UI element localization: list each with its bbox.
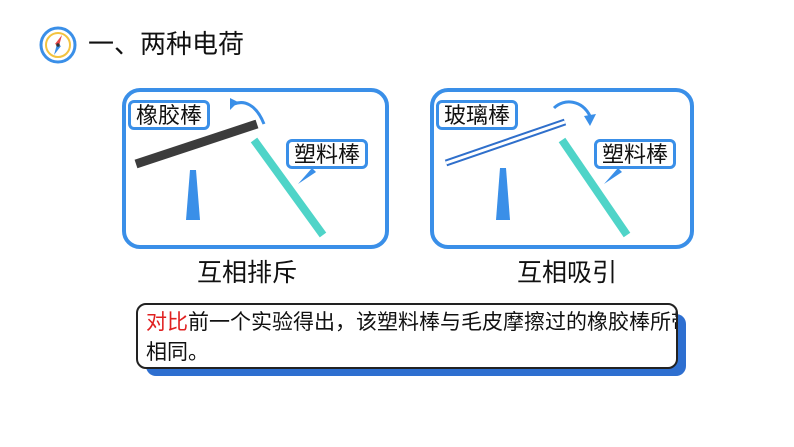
comparison-note: 对比前一个实验得出，该塑料棒与毛皮摩擦过的橡胶棒所带电荷种类 相同。	[136, 303, 678, 369]
attract-diagram	[444, 100, 631, 238]
arrow-head	[584, 114, 596, 126]
compass-icon	[38, 25, 78, 65]
callout-pointer	[604, 168, 622, 184]
rubber-rod	[134, 119, 259, 169]
pivot-stand	[186, 170, 200, 220]
repel-diagram	[134, 98, 327, 238]
note-line-1: 对比前一个实验得出，该塑料棒与毛皮摩擦过的橡胶棒所带电荷种类	[146, 307, 676, 337]
pivot-stand	[496, 168, 510, 220]
section-title: 一、两种电荷	[88, 30, 245, 60]
arrow-head	[230, 98, 238, 110]
caption-repel: 互相排斥	[197, 258, 298, 287]
callout-pointer	[298, 168, 316, 184]
experiment-panel-repel: 橡胶棒 塑料棒	[122, 88, 389, 249]
glass-rod	[445, 120, 566, 165]
caption-attract: 互相吸引	[517, 258, 618, 287]
note-text: 前一个实验得出，该塑料棒与毛皮摩擦过的橡胶棒所带电荷种类	[188, 310, 676, 334]
plastic-rod	[250, 137, 327, 238]
plastic-rod-label: 塑料棒	[286, 139, 369, 169]
note-line-2: 相同。	[146, 340, 209, 364]
rotation-arrow	[233, 101, 266, 125]
plastic-rod-label: 塑料棒	[594, 139, 677, 169]
note-highlight: 对比	[146, 310, 188, 334]
rubber-rod-label: 橡胶棒	[128, 100, 211, 130]
experiment-panel-attract: 玻璃棒 塑料棒	[430, 88, 694, 249]
glass-rod-label: 玻璃棒	[436, 100, 519, 130]
rotation-arrow	[552, 100, 592, 117]
plastic-rod	[558, 137, 631, 238]
